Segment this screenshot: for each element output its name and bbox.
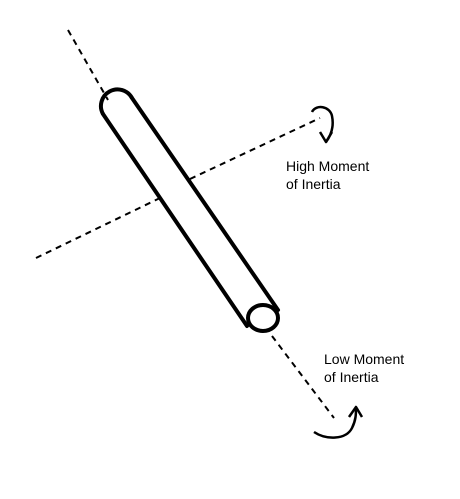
high-moment-label-line1: High Moment (286, 158, 370, 174)
high-moment-arrowhead-icon (318, 131, 334, 144)
long-axis-upper-dashed-line (67, 29, 109, 101)
high-moment-label-line2: of Inertia (286, 176, 341, 192)
perpendicular-axis-left-dashed-line (35, 197, 161, 259)
rod-top-cap (98, 87, 134, 115)
low-moment-arrowhead-icon (347, 405, 364, 418)
rod-bottom-end-ellipse (246, 303, 280, 333)
low-moment-rotation-arrow-icon (313, 407, 358, 439)
rod-left-edge (101, 112, 249, 328)
perpendicular-axis-right-dashed-line (189, 117, 321, 180)
low-moment-label-line2: of Inertia (324, 369, 379, 385)
rod-right-edge (130, 96, 280, 312)
low-moment-label-line1: Low Moment (324, 351, 405, 367)
high-moment-label: High Moment of Inertia (286, 157, 369, 193)
low-moment-label: Low Moment of Inertia (324, 350, 404, 386)
